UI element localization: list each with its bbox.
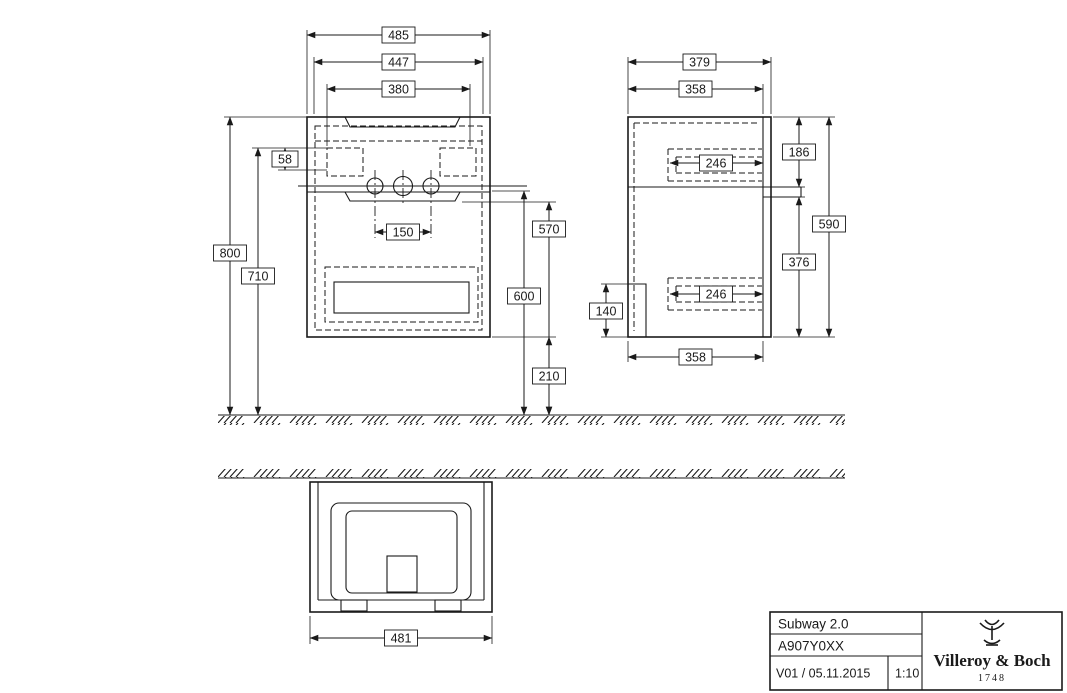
wall-hatching	[218, 469, 845, 478]
mounting-rail-bottom	[667, 277, 762, 311]
dim-text-150: 150	[393, 226, 414, 240]
dim-text-485: 485	[388, 29, 409, 43]
brand-name: Villeroy & Boch	[933, 651, 1051, 670]
dim-text-481: 481	[391, 632, 412, 646]
bottom-view-dimensions: 481	[309, 616, 493, 647]
product-name: Subway 2.0	[778, 617, 849, 632]
floor-hatching	[218, 416, 845, 425]
bottom-view	[309, 481, 493, 613]
version-date: V01 / 05.11.2015	[776, 667, 870, 681]
title-block: Subway 2.0 A907Y0XX V01 / 05.11.2015 1:1…	[769, 611, 1063, 691]
dim-text-210: 210	[539, 370, 560, 384]
dim-text-710: 710	[248, 270, 269, 284]
side-view	[627, 116, 802, 338]
dim-label-358-top: 358	[678, 80, 713, 98]
dim-text-186: 186	[789, 146, 810, 160]
dim-text-800: 800	[220, 247, 241, 261]
dim-label-246-top: 246	[699, 154, 733, 172]
dim-label-600: 600	[507, 287, 541, 305]
dim-text-380: 380	[388, 83, 409, 97]
dim-label-358-bottom: 358	[678, 348, 713, 366]
dim-text-246-top: 246	[706, 157, 727, 171]
tap-holes	[361, 170, 445, 238]
dim-text-590: 590	[819, 218, 840, 232]
dim-label-590: 590	[812, 215, 846, 233]
dim-label-710: 710	[241, 267, 275, 285]
wall-line	[218, 469, 845, 479]
dim-text-358-bottom: 358	[685, 351, 706, 365]
dim-text-379: 379	[689, 56, 710, 70]
dim-label-210: 210	[532, 367, 566, 385]
brand-year: 1748	[978, 673, 1006, 684]
dim-text-570: 570	[539, 223, 560, 237]
dim-text-358-top: 358	[685, 83, 706, 97]
dim-label-58: 58	[271, 150, 299, 168]
dim-label-570: 570	[532, 220, 566, 238]
article-number: A907Y0XX	[778, 639, 844, 654]
dim-text-600: 600	[514, 290, 535, 304]
dim-text-140: 140	[596, 305, 617, 319]
dim-label-246-bottom: 246	[699, 285, 733, 303]
dim-label-186: 186	[782, 143, 816, 161]
dim-label-140: 140	[589, 302, 623, 320]
villeroy-boch-logo: Villeroy & Boch 1748	[933, 619, 1051, 684]
dim-label-800: 800	[213, 244, 247, 262]
dim-text-447: 447	[388, 56, 409, 70]
drawing-scale: 1:10	[895, 667, 919, 681]
dim-text-58: 58	[278, 153, 292, 167]
dim-text-246-bottom: 246	[706, 288, 727, 302]
floor-line	[218, 414, 845, 425]
dim-label-380: 380	[381, 80, 416, 98]
dim-label-481: 481	[384, 629, 418, 647]
mounting-rail-top	[667, 148, 762, 182]
dim-text-376: 376	[789, 256, 810, 270]
fountain-icon	[979, 619, 1005, 646]
front-view	[298, 116, 527, 338]
dim-label-376: 376	[782, 253, 816, 271]
side-view-dimensions: 379 358 186 590 376 246 246 140	[589, 53, 846, 366]
dim-label-447: 447	[381, 53, 416, 71]
dim-label-379: 379	[682, 53, 717, 71]
dim-label-485: 485	[381, 26, 416, 44]
front-view-dimensions: 485 447 380 58 800 710 150 600	[213, 26, 566, 416]
dim-label-150: 150	[386, 223, 420, 241]
